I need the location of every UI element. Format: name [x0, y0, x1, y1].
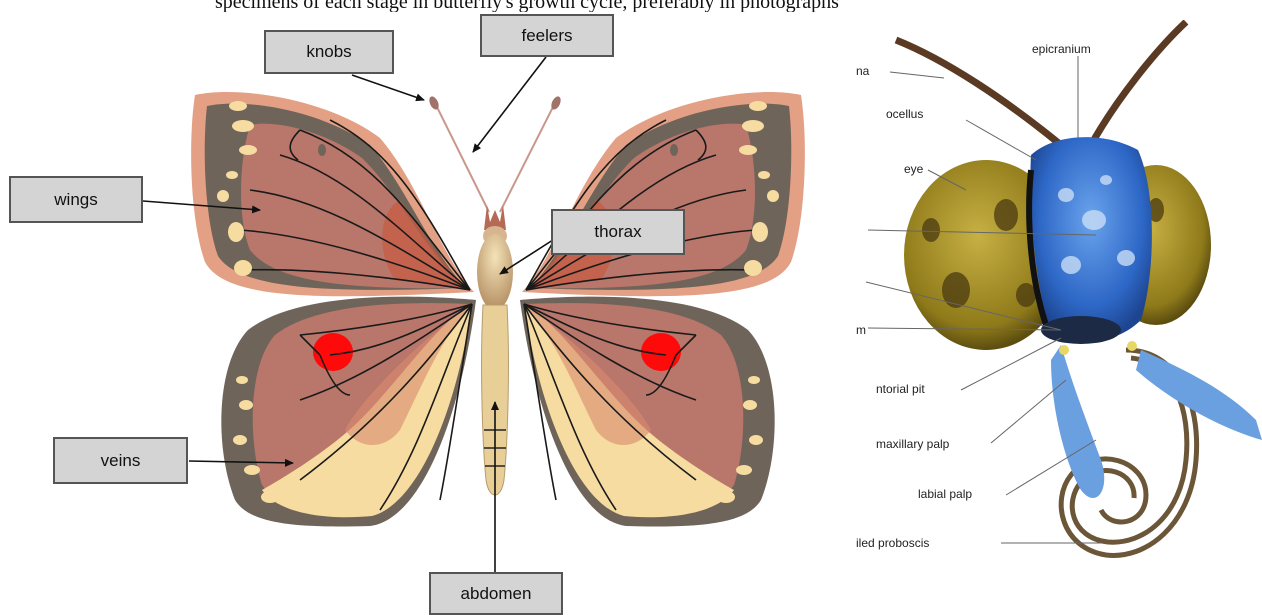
label-feelers: feelers	[480, 14, 614, 57]
label-veins: veins	[53, 437, 188, 484]
label-feelers-text: feelers	[521, 26, 572, 46]
head-label-labial-palp: labial palp	[918, 487, 972, 501]
head-label-antenna: na	[856, 64, 870, 78]
head-label-maxillary-palp: maxillary palp	[876, 437, 950, 451]
head-label-labrum: m	[856, 323, 866, 337]
right-forewing	[522, 92, 805, 296]
right-hindwing	[520, 297, 775, 527]
label-wings: wings	[9, 176, 143, 223]
thorax-body	[477, 234, 513, 310]
butterfly-diagram	[0, 0, 856, 614]
label-thorax-text: thorax	[594, 222, 641, 242]
label-knobs-text: knobs	[306, 42, 351, 62]
right-antenna	[1091, 22, 1186, 145]
antennae	[427, 95, 562, 212]
label-knobs: knobs	[264, 30, 394, 74]
left-palp	[1051, 345, 1104, 498]
left-hindwing	[221, 297, 476, 527]
head-label-eye: eye	[904, 162, 924, 176]
insect-head-illustration: na epicranium ocellus eye m ntorial pit …	[856, 20, 1262, 614]
head-label-epicranium: epicranium	[1032, 42, 1091, 56]
right-palp	[1136, 350, 1262, 440]
head-label-ocellus: ocellus	[886, 107, 923, 121]
feelers-pointer	[473, 57, 546, 152]
left-forewing	[191, 92, 474, 296]
label-abdomen: abdomen	[429, 572, 563, 615]
label-veins-text: veins	[101, 451, 141, 471]
label-wings-text: wings	[54, 190, 97, 210]
knobs-pointer	[352, 75, 424, 100]
label-thorax: thorax	[551, 209, 685, 255]
head-fur	[1030, 137, 1152, 342]
label-abdomen-text: abdomen	[461, 584, 532, 604]
head-label-tentorial-pit: ntorial pit	[876, 382, 925, 396]
head-label-proboscis: iled proboscis	[856, 536, 929, 550]
